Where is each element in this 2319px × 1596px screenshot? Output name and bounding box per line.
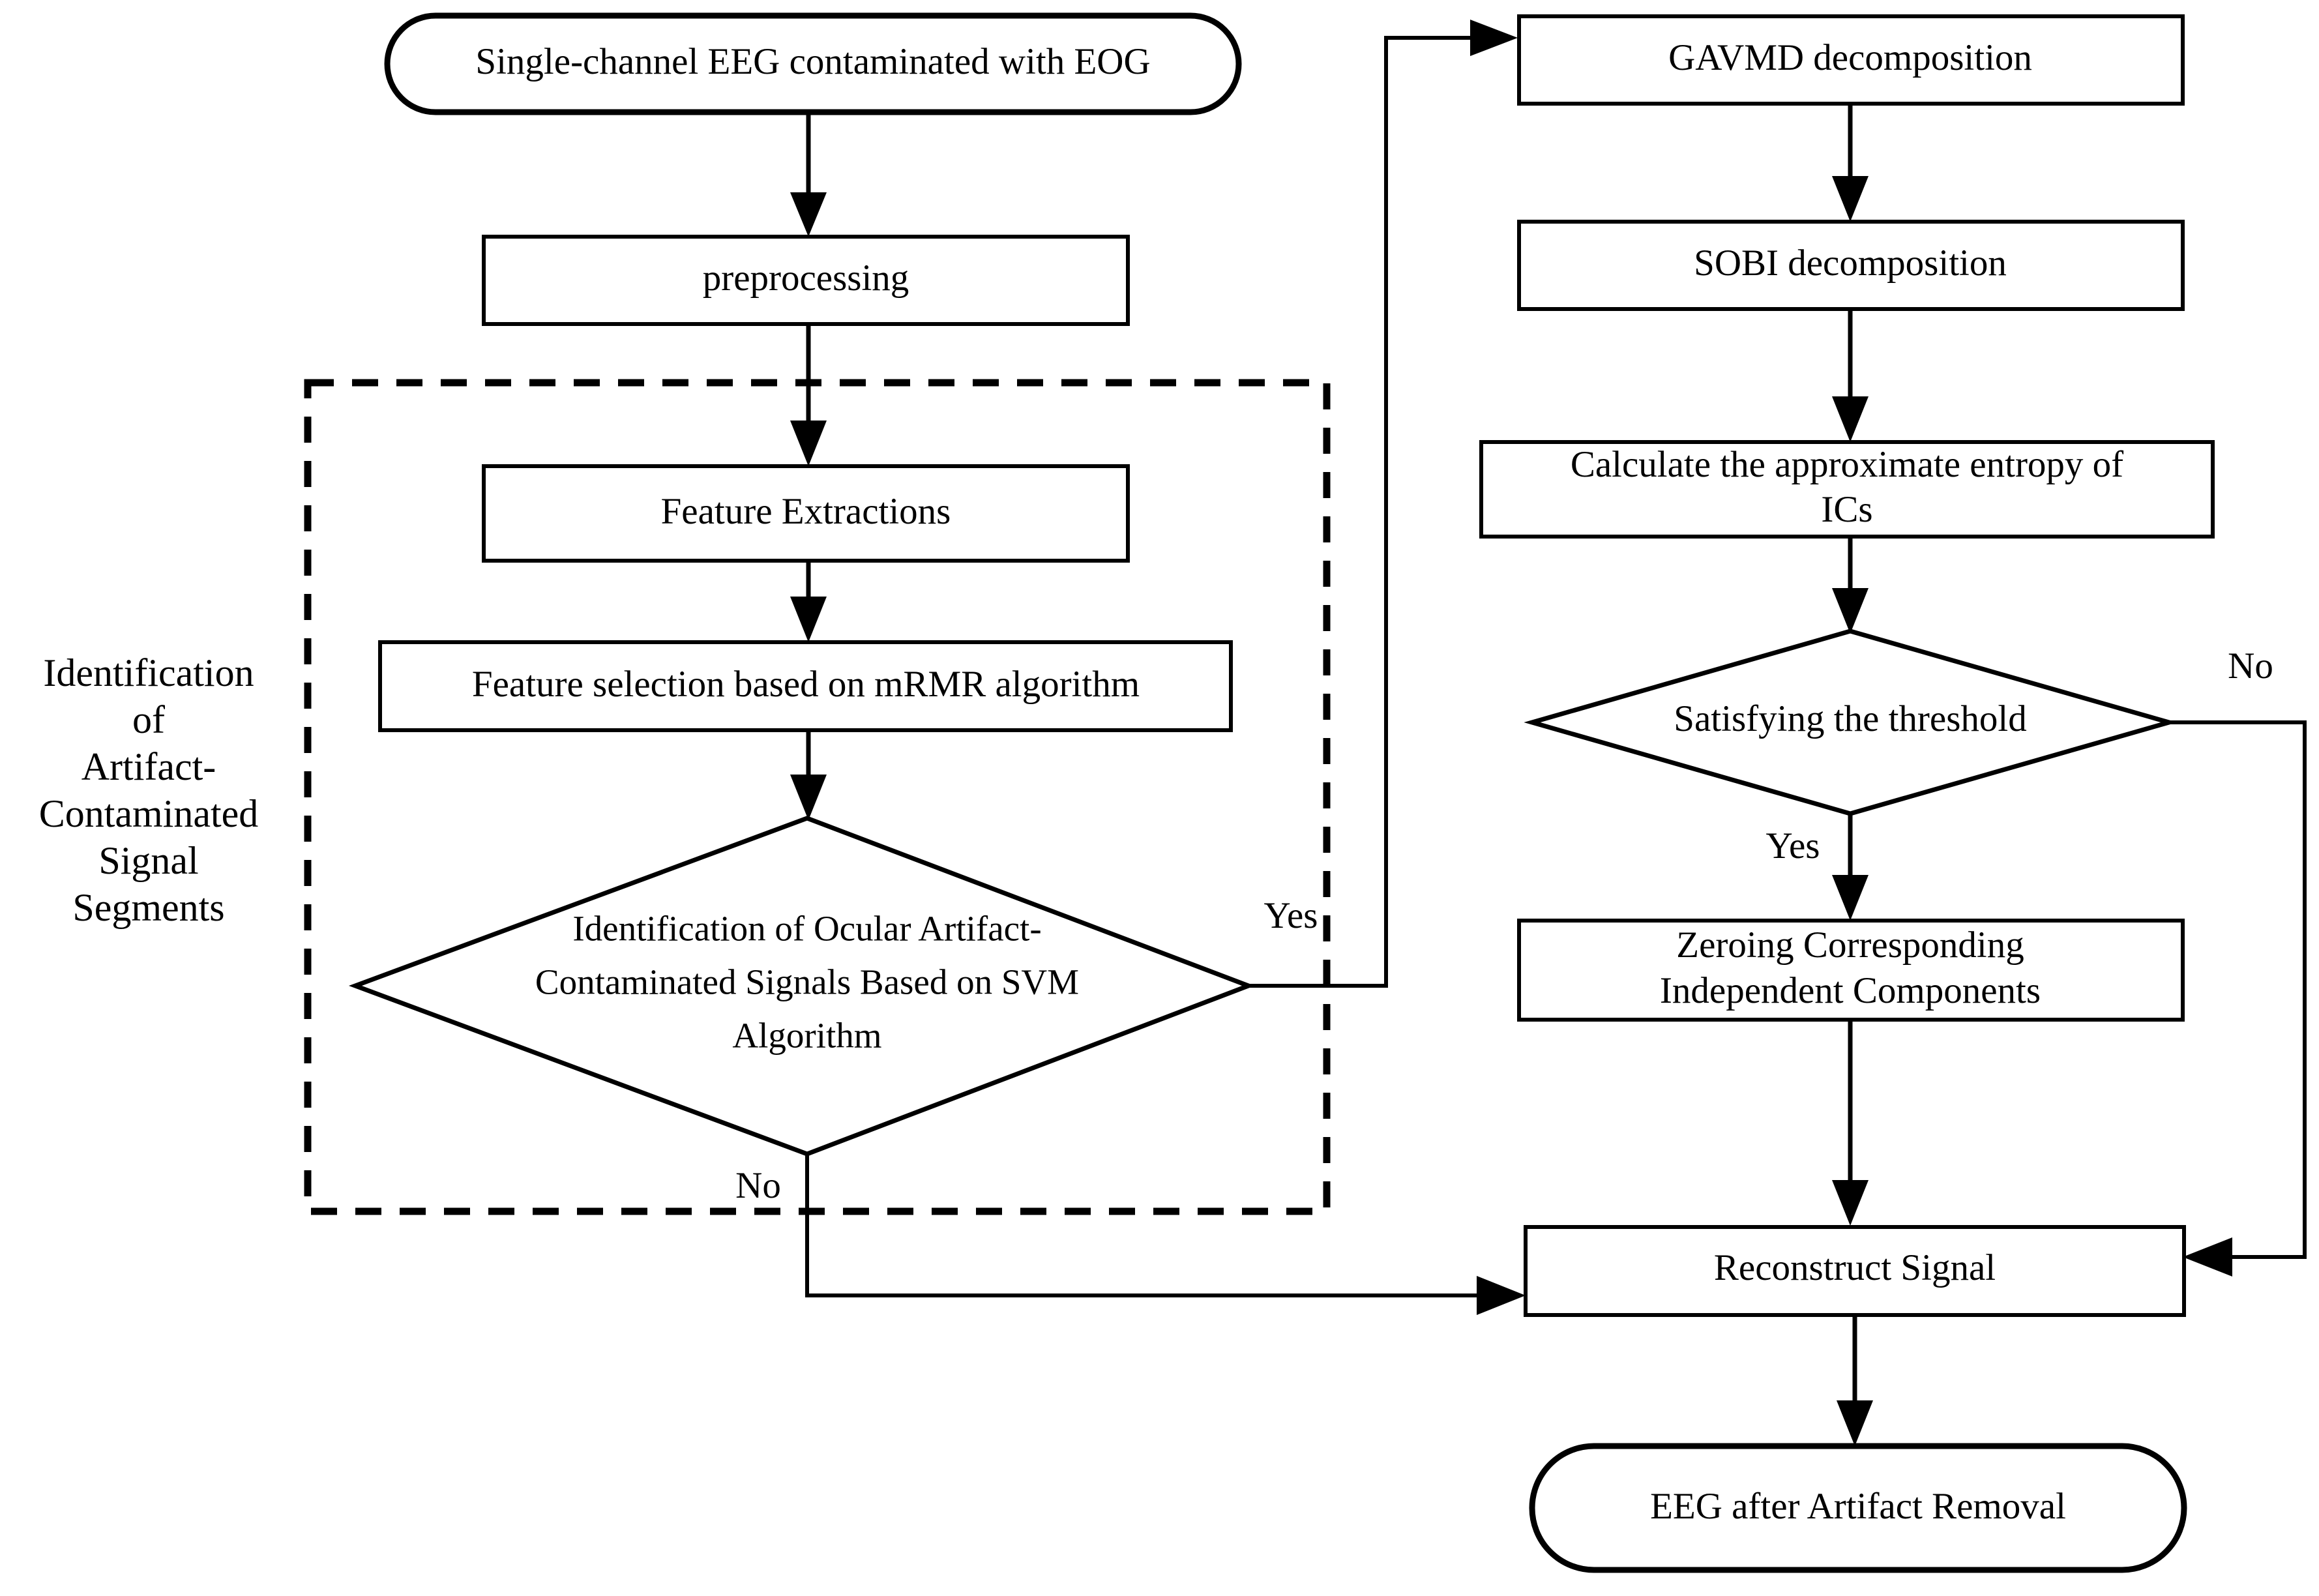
edge-gavmd-to-sobi — [1832, 104, 1868, 222]
start-terminator-shape — [384, 12, 1242, 115]
edge-reconstruct-to-end — [1837, 1315, 1873, 1446]
threshold-no-label: No — [2228, 645, 2273, 687]
identification-group-dashed-box — [304, 379, 1331, 1215]
entropy-line-1: Calculate the approximate entropy of — [1571, 444, 2123, 485]
gavmd-shape — [1517, 14, 2185, 106]
svm-no-label: No — [735, 1165, 781, 1206]
node-zeroing[interactable]: Zeroing Corresponding Independent Compon… — [1517, 919, 2185, 1022]
feature-selection-shape — [378, 640, 1233, 732]
node-end[interactable]: EEG after Artifact Removal — [1529, 1443, 2187, 1573]
edge-sobi-to-entropy — [1832, 309, 1868, 442]
group-label-line-3: Artifact- — [81, 745, 216, 788]
group-label-line-1: Identification — [43, 651, 254, 694]
edge-zeroing-to-reconstruct — [1832, 1020, 1868, 1226]
reconstruct-shape — [1524, 1225, 2186, 1317]
node-feature-extraction[interactable]: Feature Extractions — [482, 464, 1130, 563]
edge-threshold-yes-to-zeroing: Yes — [1766, 814, 1868, 921]
edge-svm-yes-to-gavmd: Yes — [1248, 20, 1518, 988]
entropy-shape — [1479, 440, 2215, 539]
node-gavmd[interactable]: GAVMD decomposition — [1517, 14, 2185, 106]
node-svm-decision[interactable]: Identification of Ocular Artifact- Conta… — [348, 816, 1255, 1157]
edge-entropy-to-threshold — [1832, 537, 1868, 634]
group-label-line-4: Contaminated — [39, 792, 259, 835]
svm-decision-line-1: Identification of Ocular Artifact- — [572, 909, 1041, 949]
edge-preprocessing-to-feature-extraction — [790, 324, 827, 466]
svm-decision-line-3: Algorithm — [732, 1016, 881, 1056]
gavmd-label: GAVMD decomposition — [1668, 37, 2032, 78]
edge-svm-no-to-reconstruct: No — [735, 1154, 1526, 1315]
end-label: EEG after Artifact Removal — [1650, 1486, 2066, 1527]
preprocessing-label: preprocessing — [703, 258, 909, 299]
group-label-line-6: Segments — [72, 886, 224, 929]
node-entropy[interactable]: Calculate the approximate entropy of ICs — [1479, 440, 2215, 539]
feature-extraction-shape — [482, 464, 1130, 563]
node-reconstruct[interactable]: Reconstruct Signal — [1524, 1225, 2186, 1317]
svm-decision-line-2: Contaminated Signals Based on SVM — [535, 962, 1079, 1002]
node-sobi[interactable]: SOBI decomposition — [1517, 220, 2185, 311]
entropy-line-2: ICs — [1821, 489, 1872, 530]
threshold-decision-label: Satisfying the threshold — [1674, 698, 2026, 739]
node-feature-selection[interactable]: Feature selection based on mRMR algorith… — [378, 640, 1233, 732]
edge-threshold-no-to-reconstruct: No — [2169, 645, 2307, 1277]
reconstruct-label: Reconstruct Signal — [1714, 1247, 1996, 1288]
sobi-label: SOBI decomposition — [1694, 243, 2007, 284]
sobi-shape — [1517, 220, 2185, 311]
zeroing-line-1: Zeroing Corresponding — [1676, 924, 2024, 966]
zeroing-shape — [1517, 919, 2185, 1022]
identification-group-label: Identification of Artifact- Contaminated… — [39, 651, 259, 929]
end-terminator-shape — [1529, 1443, 2187, 1573]
edge-feature-extraction-to-feature-selection — [790, 561, 827, 642]
feature-extraction-label: Feature Extractions — [661, 491, 951, 532]
edge-start-to-preprocessing — [790, 112, 827, 237]
group-label-line-2: of — [132, 698, 165, 741]
node-start[interactable]: Single-channel EEG contaminated with EOG — [384, 12, 1242, 115]
group-label-line-5: Signal — [98, 839, 198, 882]
start-label: Single-channel EEG contaminated with EOG — [475, 41, 1150, 82]
node-threshold-decision[interactable]: Satisfying the threshold — [1524, 628, 2178, 816]
threshold-yes-label: Yes — [1766, 825, 1820, 866]
feature-selection-label: Feature selection based on mRMR algorith… — [472, 664, 1140, 705]
preprocessing-shape — [482, 235, 1130, 326]
zeroing-line-2: Independent Components — [1660, 970, 2041, 1011]
svm-yes-label: Yes — [1264, 895, 1318, 936]
edge-feature-selection-to-svm — [790, 730, 827, 820]
node-preprocessing[interactable]: preprocessing — [482, 235, 1130, 326]
